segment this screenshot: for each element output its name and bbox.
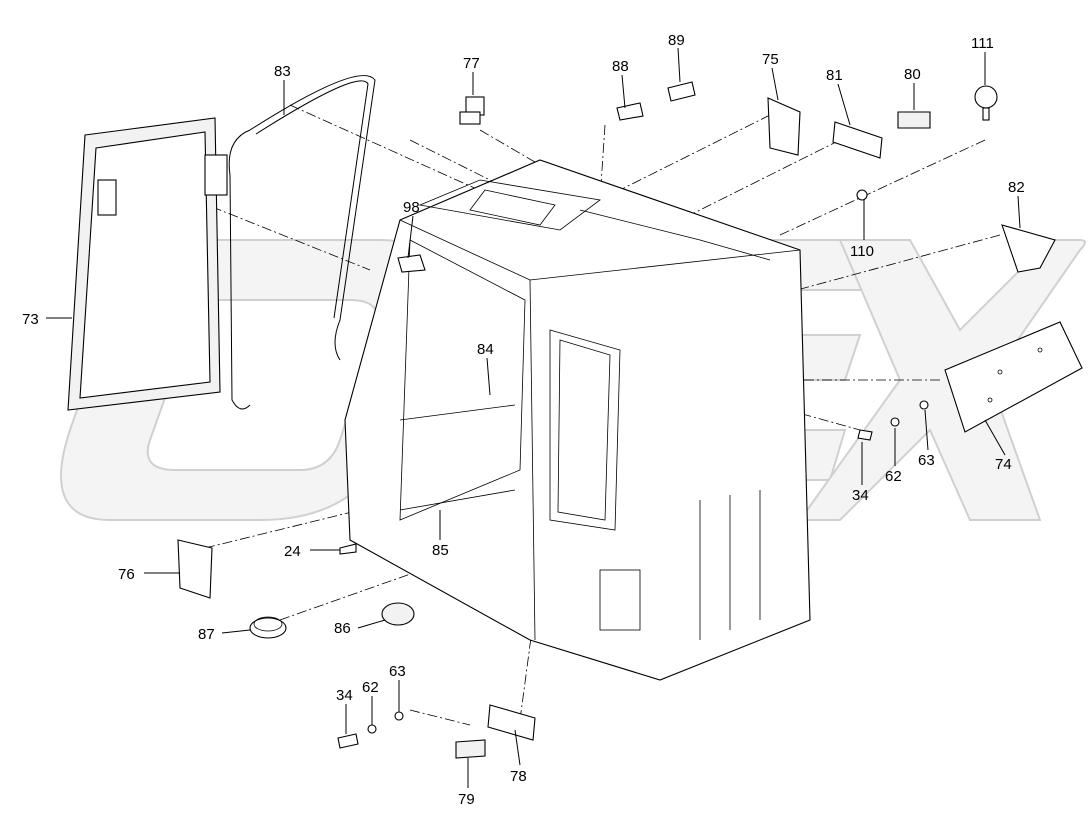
part-80 (897, 111, 931, 129)
label-78: 78 (510, 768, 527, 785)
part-76 (177, 539, 213, 599)
part-111 (974, 85, 998, 121)
part-82 (1001, 224, 1056, 273)
label-85: 85 (432, 542, 449, 559)
label-83: 83 (274, 63, 291, 80)
label-80: 80 (904, 66, 921, 83)
part-79 (455, 739, 486, 759)
label-76: 76 (118, 566, 135, 583)
label-34-bottom: 34 (336, 687, 353, 704)
label-87: 87 (198, 626, 215, 643)
part-98 (397, 254, 426, 273)
part-75 (767, 97, 801, 156)
label-75: 75 (762, 51, 779, 68)
label-73: 73 (22, 311, 39, 328)
watermark-text: OPEX (250, 619, 253, 621)
label-84: 84 (477, 341, 494, 358)
hardware-bottom (337, 711, 404, 749)
part-110 (856, 189, 868, 201)
cab-body (344, 159, 811, 681)
label-63-bottom: 63 (389, 663, 406, 680)
part-89 (667, 81, 696, 102)
hardware-right (857, 400, 929, 441)
part-88 (616, 102, 644, 121)
label-62-bottom: 62 (362, 679, 379, 696)
label-81: 81 (826, 67, 843, 84)
label-110: 110 (850, 243, 874, 260)
label-82: 82 (1008, 179, 1025, 196)
label-63-right: 63 (918, 452, 935, 469)
label-leaders (46, 47, 1021, 788)
part-73-door (67, 117, 228, 411)
label-79: 79 (458, 791, 475, 808)
label-34-right: 34 (852, 487, 869, 504)
part-24 (339, 543, 357, 555)
part-labels: 73 83 77 88 89 75 81 80 111 82 98 110 84… (22, 32, 1025, 808)
part-74-panel (944, 321, 1083, 433)
part-86 (381, 602, 415, 626)
label-74: 74 (995, 456, 1012, 473)
label-89: 89 (668, 32, 685, 49)
part-81 (832, 121, 883, 159)
label-98: 98 (403, 199, 420, 216)
part-77 (459, 96, 485, 125)
label-24: 24 (284, 543, 301, 560)
label-111: 111 (971, 35, 994, 52)
part-78 (487, 704, 536, 741)
label-88: 88 (612, 58, 629, 75)
label-62-right: 62 (885, 468, 902, 485)
part-87 (249, 616, 287, 639)
label-86: 86 (334, 620, 351, 637)
part-83-seal (228, 75, 376, 410)
label-77: 77 (463, 55, 480, 72)
